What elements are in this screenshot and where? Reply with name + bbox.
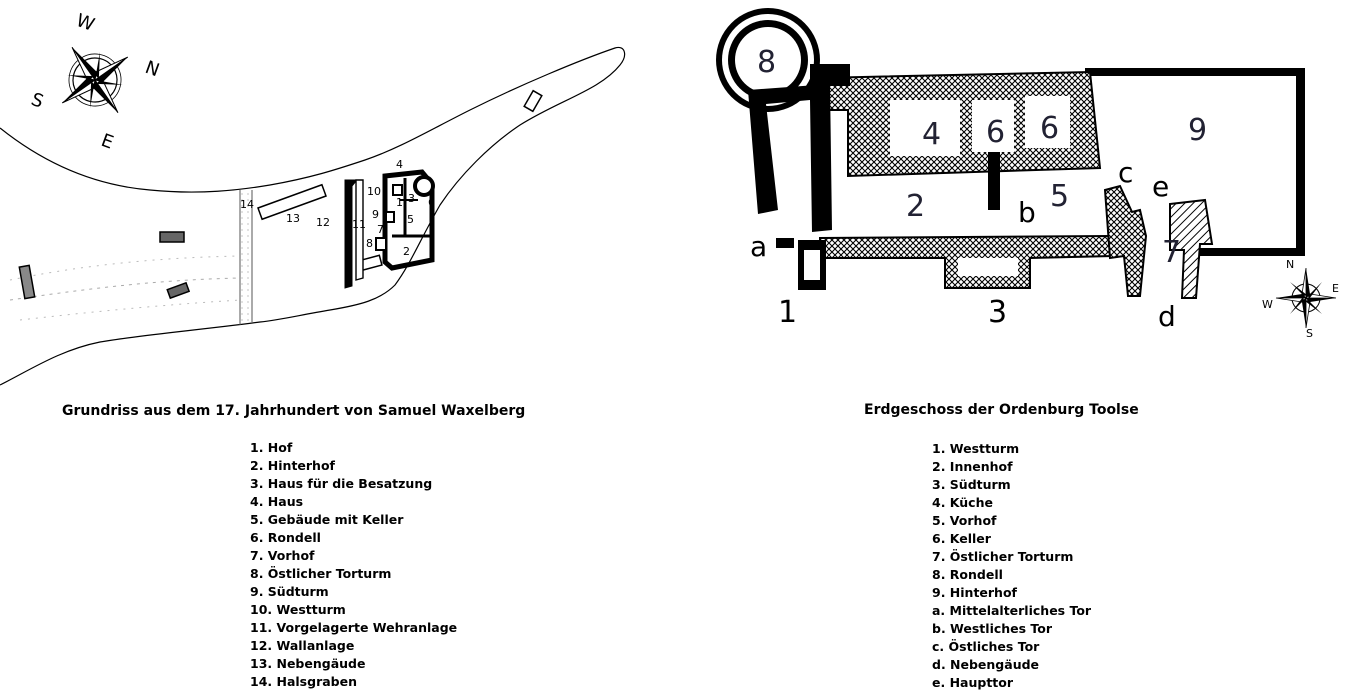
legend-item: c. Östliches Tor bbox=[932, 639, 1040, 654]
legend-item: 11. Vorgelagerte Wehranlage bbox=[250, 620, 458, 635]
ground-floor-plan: 1 2 3 4 5 6 6 7 8 9 a b c d e N E W S bbox=[716, 8, 1339, 340]
map-number: 14 bbox=[240, 198, 254, 211]
label-1: 1 bbox=[778, 295, 797, 330]
compass-n-right: N bbox=[1286, 258, 1294, 271]
castle-outline-left bbox=[344, 169, 435, 289]
legend-item: 8. Rondell bbox=[932, 567, 1003, 582]
legend-item: 6. Keller bbox=[932, 531, 991, 546]
legend-item: 4. Küche bbox=[932, 495, 993, 510]
compass-s-right: S bbox=[1306, 327, 1313, 340]
compass-w-left: W bbox=[73, 10, 97, 36]
legend-item: 4. Haus bbox=[250, 494, 304, 509]
legend-item: 9. Südturm bbox=[250, 584, 329, 599]
compass-w-right: W bbox=[1262, 298, 1273, 311]
map-number: 13 bbox=[286, 212, 300, 225]
shoreline bbox=[0, 46, 626, 386]
rondell-tower bbox=[716, 8, 820, 112]
legend-item: 3. Südturm bbox=[932, 477, 1011, 492]
label-b: b bbox=[1018, 196, 1036, 229]
map-number: 10 bbox=[367, 185, 381, 198]
compass-n-left: N bbox=[142, 57, 162, 81]
legend-item: 8. Östlicher Torturm bbox=[250, 566, 392, 581]
label-4: 4 bbox=[922, 117, 941, 152]
legend-item: 12. Wallanlage bbox=[250, 638, 355, 653]
legend-item: 5. Vorhof bbox=[932, 513, 997, 528]
historical-site-plan: W N S E 1 2 3 4 5 bbox=[0, 10, 626, 386]
map-number: 12 bbox=[316, 216, 330, 229]
label-9: 9 bbox=[1188, 113, 1207, 148]
label-5: 5 bbox=[1050, 179, 1069, 214]
legend-item: 1. Hof bbox=[250, 440, 293, 455]
label-6b: 6 bbox=[1040, 111, 1059, 146]
label-6a: 6 bbox=[986, 115, 1005, 150]
legend-item: 1. Westturm bbox=[932, 441, 1020, 456]
castle-walls-right bbox=[817, 70, 1214, 299]
map-number: 4 bbox=[396, 158, 403, 171]
legend-item: 14. Halsgraben bbox=[250, 674, 357, 689]
label-c: c bbox=[1118, 156, 1133, 189]
label-a: a bbox=[750, 230, 767, 263]
label-2: 2 bbox=[906, 189, 925, 224]
label-8: 8 bbox=[757, 45, 776, 80]
label-d: d bbox=[1158, 300, 1176, 333]
legend-item: b. Westliches Tor bbox=[932, 621, 1053, 636]
left-legend: 1. Hof 2. Hinterhof 3. Haus für die Besa… bbox=[250, 439, 457, 691]
legend-item: d. Nebengäude bbox=[932, 657, 1040, 672]
map-number: 9 bbox=[372, 208, 379, 221]
map-number: 7 bbox=[377, 223, 384, 236]
legend-item: 2. Innenhof bbox=[932, 459, 1013, 474]
plan-labels: 1 2 3 4 5 6 6 7 8 9 a b c d e bbox=[750, 45, 1207, 333]
right-legend: 1. Westturm 2. Innenhof 3. Südturm 4. Kü… bbox=[932, 440, 1091, 692]
compass-rose-left bbox=[61, 46, 129, 114]
legend-item: 2. Hinterhof bbox=[250, 458, 335, 473]
map-number: 11 bbox=[352, 218, 366, 231]
map-number: 3 bbox=[408, 192, 415, 205]
west-tower-block bbox=[748, 64, 1000, 290]
map-numbers-left: 1 2 3 4 5 6 7 8 9 10 11 12 13 14 bbox=[240, 158, 435, 258]
legend-item: 7. Östlicher Torturm bbox=[932, 549, 1074, 564]
compass-e-right: E bbox=[1332, 282, 1339, 295]
legend-item: e. Haupttor bbox=[932, 675, 1014, 690]
west-tower-openings bbox=[786, 150, 820, 280]
legend-item: 9. Hinterhof bbox=[932, 585, 1017, 600]
map-number: 8 bbox=[366, 237, 373, 250]
label-7: 7 bbox=[1162, 235, 1181, 270]
map-number: 6 bbox=[428, 196, 435, 209]
map-number: 2 bbox=[403, 245, 410, 258]
legend-item: 3. Haus für die Besatzung bbox=[250, 476, 433, 491]
compass-e-left: E bbox=[98, 130, 116, 154]
left-plan-caption: Grundriss aus dem 17. Jahrhundert von Sa… bbox=[62, 403, 526, 419]
compass-s-left: S bbox=[28, 89, 46, 113]
map-number: 5 bbox=[407, 213, 414, 226]
compass-rose-right bbox=[1275, 267, 1337, 329]
right-plan-caption: Erdgeschoss der Ordenburg Toolse bbox=[864, 402, 1139, 418]
label-3: 3 bbox=[988, 295, 1007, 330]
legend-item: 7. Vorhof bbox=[250, 548, 315, 563]
legend-item: a. Mittelalterliches Tor bbox=[932, 603, 1092, 618]
map-number: 1 bbox=[396, 196, 403, 209]
outbuildings bbox=[18, 89, 543, 300]
legend-item: 6. Rondell bbox=[250, 530, 321, 545]
legend-item: 10. Westturm bbox=[250, 602, 346, 617]
legend-item: 13. Nebengäude bbox=[250, 656, 366, 671]
label-e: e bbox=[1152, 170, 1169, 203]
legend-item: 5. Gebäude mit Keller bbox=[250, 512, 404, 527]
